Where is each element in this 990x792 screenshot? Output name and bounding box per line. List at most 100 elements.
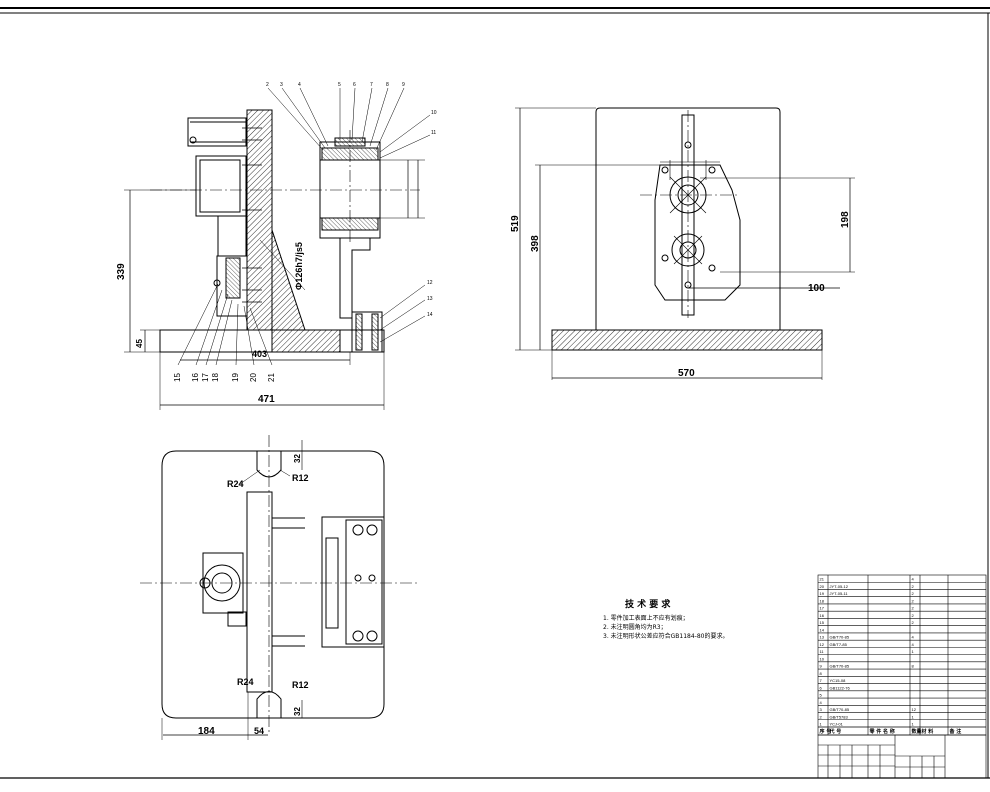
dim-32-bottom: 32 xyxy=(293,707,302,716)
dim-184: 184 xyxy=(198,726,215,737)
tech-req-title: 技 术 要 求 xyxy=(625,598,671,610)
top-view xyxy=(140,435,420,740)
bom-cell: 4 xyxy=(820,700,823,705)
bom-cell: GB/T7-85 xyxy=(830,642,848,647)
balloon-4: 4 xyxy=(298,82,301,88)
balloon-16: 16 xyxy=(191,373,200,382)
bom-cell: 1 xyxy=(912,649,915,654)
dim-r12-top: R12 xyxy=(292,473,309,483)
bom-cell: 5 xyxy=(820,693,823,698)
bom-cell: 4 xyxy=(912,577,915,582)
balloon-21: 21 xyxy=(267,373,276,382)
top-column xyxy=(246,491,273,693)
bom-header-cell: 备 注 xyxy=(949,728,962,735)
dim-471: 471 xyxy=(258,394,275,405)
balloon-5: 5 xyxy=(338,82,341,88)
bom-cell: 12 xyxy=(912,707,917,712)
dim-r24-top: R24 xyxy=(227,479,244,489)
bom-cell: 13 xyxy=(820,635,825,640)
sheet-frame xyxy=(0,7,990,779)
balloon-9: 9 xyxy=(402,82,405,88)
dim-r12-bottom: R12 xyxy=(292,680,309,690)
front-view-labels: 339 45 403 471 Φ126h7/js5 2 3 4 5 6 7 8 … xyxy=(116,82,437,405)
dim-54: 54 xyxy=(254,726,264,736)
dim-r24-bottom: R24 xyxy=(237,677,254,687)
tech-req-item-3: 3. 未注明形状公差应符合GB1184-80的要求。 xyxy=(603,632,728,640)
bom-cell: 8 xyxy=(912,664,915,669)
top-view-labels: R24 R12 32 R24 R12 32 184 54 xyxy=(198,454,309,737)
balloon-8: 8 xyxy=(386,82,389,88)
balloon-13: 13 xyxy=(427,296,433,302)
balloon-6: 6 xyxy=(353,82,356,88)
tech-req-item-2: 2. 未注明圆角均为R3； xyxy=(603,623,667,631)
bom-cell: 4 xyxy=(912,635,915,640)
balloon-15: 15 xyxy=(173,373,182,382)
bom-cell: 21 xyxy=(820,577,825,582)
side-base xyxy=(551,329,823,351)
bom-cell: GB/T70-85 xyxy=(830,635,850,640)
bom-cell: 12 xyxy=(820,642,825,647)
dim-339: 339 xyxy=(116,263,127,280)
tech-req-item-1: 1. 零件加工表面上不应有划痕； xyxy=(603,614,689,622)
bom-cell: 8 xyxy=(820,671,823,676)
vertical-column xyxy=(246,109,273,331)
bom-cell: 1 xyxy=(820,722,823,727)
bom-cell: 16 xyxy=(820,613,825,618)
front-view xyxy=(124,87,431,410)
bom-cell: 17 xyxy=(820,606,825,611)
bom-header-cell: 代 号 xyxy=(829,728,842,735)
balloon-18: 18 xyxy=(211,373,220,382)
bom-cell: JYT-05-11 xyxy=(830,591,849,596)
bom-cell: 10 xyxy=(820,656,825,661)
bom-cell: 4 xyxy=(912,642,915,647)
bom-cell: 19 xyxy=(820,591,825,596)
bom-cell: GB1122-76 xyxy=(830,685,851,690)
bom-cell: 3 xyxy=(820,707,823,712)
dim-198: 198 xyxy=(840,211,851,228)
bom-header-cell: 数量 xyxy=(912,728,922,735)
bom-header-cell: 序 号 xyxy=(819,728,832,735)
balloon-3: 3 xyxy=(280,82,283,88)
bom-cell: YCJ-01 xyxy=(830,722,844,727)
balloon-12: 12 xyxy=(427,280,433,286)
bom-cell: 2 xyxy=(912,620,915,625)
bom-cell: 6 xyxy=(820,685,823,690)
bom-cell: JYT-05-12 xyxy=(830,584,849,589)
dim-100: 100 xyxy=(808,283,825,294)
bom-cell: 2 xyxy=(912,591,915,596)
dim-398: 398 xyxy=(530,235,541,252)
balloon-19: 19 xyxy=(231,373,240,382)
bom-cell: GB/T70-85 xyxy=(830,664,850,669)
balloon-10: 10 xyxy=(431,110,437,116)
bom-cell: GB/T70-85 xyxy=(830,707,850,712)
dim-570: 570 xyxy=(678,368,695,379)
bom-cell: 14 xyxy=(820,627,825,632)
bom-table xyxy=(817,574,987,779)
bom-cell: 2 xyxy=(912,584,915,589)
bom-cell: 1 xyxy=(912,714,915,719)
side-plate xyxy=(595,107,781,331)
bom-cell: 11 xyxy=(820,649,825,654)
bom-cell: 2 xyxy=(912,613,915,618)
bom-cell: 7 xyxy=(820,678,823,683)
bom-cell: 9 xyxy=(820,664,823,669)
bom-cell: 2 xyxy=(912,598,915,603)
bom-cell: 2 xyxy=(820,714,823,719)
bom-cell: 15 xyxy=(820,620,825,625)
balloon-17: 17 xyxy=(201,373,210,382)
bom-cell: 2 xyxy=(912,606,915,611)
dim-diameter: Φ126h7/js5 xyxy=(294,242,304,290)
side-view-labels: 519 398 198 100 570 xyxy=(510,211,851,379)
balloon-20: 20 xyxy=(249,373,258,382)
bom-cell: GB/T5783 xyxy=(830,714,849,719)
top-bearing-housing xyxy=(321,516,385,648)
balloon-14: 14 xyxy=(427,312,433,318)
technical-requirements: 技 术 要 求 1. 零件加工表面上不应有划痕； 2. 未注明圆角均为R3； 3… xyxy=(603,598,728,640)
balloon-11: 11 xyxy=(431,130,436,136)
bom-header-cell: 零 件 名 称 xyxy=(870,728,895,735)
balloon-7: 7 xyxy=(370,82,373,88)
bom-cell: 1 xyxy=(912,722,915,727)
top-base-plate xyxy=(161,450,385,719)
dim-32-top: 32 xyxy=(293,454,302,463)
